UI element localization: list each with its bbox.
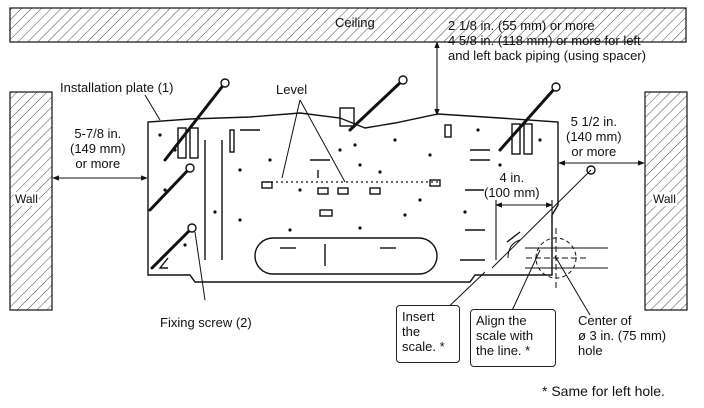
level-label: Level: [276, 82, 308, 97]
insert-scale-callout: Insert the scale. *: [396, 305, 460, 363]
wall-left-label: Wall: [14, 192, 39, 206]
align-scale-callout: Align the scale with the line. *: [470, 309, 556, 367]
center-hole-label: Center of ø 3 in. (75 mm) hole: [578, 313, 667, 358]
hole-offset-label: 4 in. (100 mm): [484, 170, 540, 200]
fixing-screw-label: Fixing screw (2): [160, 315, 252, 330]
pipe-hole: [507, 228, 608, 290]
top-clearance-label: 2 1/8 in. (55 mm) or more 4 5/8 in. (118…: [448, 18, 647, 63]
ceiling: [9, 7, 687, 43]
installation-plate: [147, 107, 559, 283]
left-clearance-label: 5-7/8 in. (149 mm) or more: [70, 126, 126, 171]
installation-plate-label: Installation plate (1): [60, 80, 174, 95]
dimension-arrows: [52, 41, 645, 260]
right-clearance-label: 5 1/2 in. (140 mm) or more: [566, 114, 622, 159]
footnote: * Same for left hole.: [542, 383, 665, 399]
screws: [148, 78, 558, 270]
ceiling-label: Ceiling: [335, 15, 375, 30]
wall-right-label: Wall: [652, 192, 677, 206]
plate-holes: [158, 128, 542, 247]
